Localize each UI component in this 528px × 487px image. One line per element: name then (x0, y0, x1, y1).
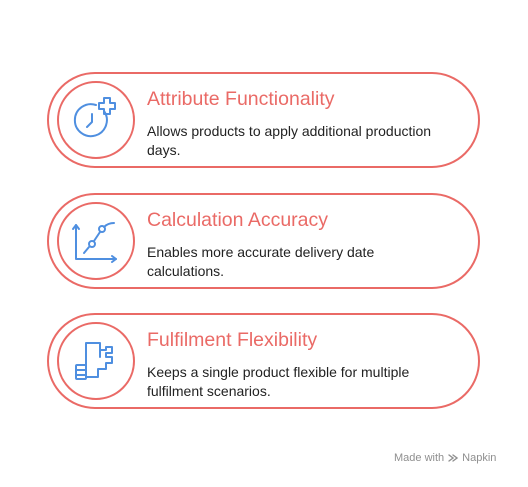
feature-card-attribute-functionality: Attribute Functionality Allows products … (47, 72, 480, 168)
icon-circle (57, 202, 135, 280)
feature-card-fulfilment-flexibility: Fulfilment Flexibility Keeps a single pr… (47, 313, 480, 409)
puzzle-piece-icon (75, 342, 113, 380)
made-with-napkin-watermark: Made with Napkin (394, 452, 496, 464)
clock-plus-icon (73, 97, 116, 138)
napkin-brand-label: Napkin (462, 452, 497, 464)
line-chart-icon (72, 222, 117, 263)
card-title: Attribute Functionality (147, 88, 335, 110)
made-with-label: Made with (394, 452, 445, 464)
card-title: Fulfilment Flexibility (147, 329, 318, 351)
card-title: Calculation Accuracy (147, 209, 329, 231)
icon-circle (57, 322, 135, 400)
card-description: Keeps a single product flexible for mult… (147, 364, 410, 399)
icon-circle (57, 81, 135, 159)
card-description: Allows products to apply additional prod… (147, 123, 432, 158)
card-description: Enables more accurate delivery date calc… (147, 244, 375, 279)
napkin-logo-icon (448, 454, 459, 462)
feature-card-calculation-accuracy: Calculation Accuracy Enables more accura… (47, 193, 480, 289)
